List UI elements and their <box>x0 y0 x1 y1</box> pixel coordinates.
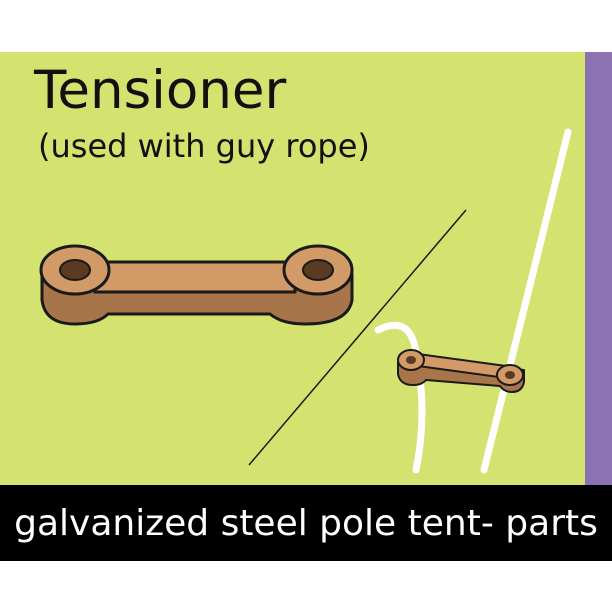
accent-strip <box>585 52 612 485</box>
tensioner-illustration-icon <box>39 244 354 326</box>
page-subtitle: (used with guy rope) <box>38 127 370 165</box>
caption-bar: galvanized steel pole tent- parts <box>0 485 612 561</box>
pole-line <box>480 128 572 474</box>
rope-line <box>374 321 426 474</box>
caption-text: galvanized steel pole tent- parts <box>14 502 598 544</box>
page-title: Tensioner <box>34 60 287 121</box>
tensioner-on-rope-illustration-icon <box>397 349 525 393</box>
tensioner-artwork <box>39 128 572 474</box>
divider-line <box>248 209 467 466</box>
illustration-panel: Tensioner (used with guy rope) <box>0 52 612 485</box>
